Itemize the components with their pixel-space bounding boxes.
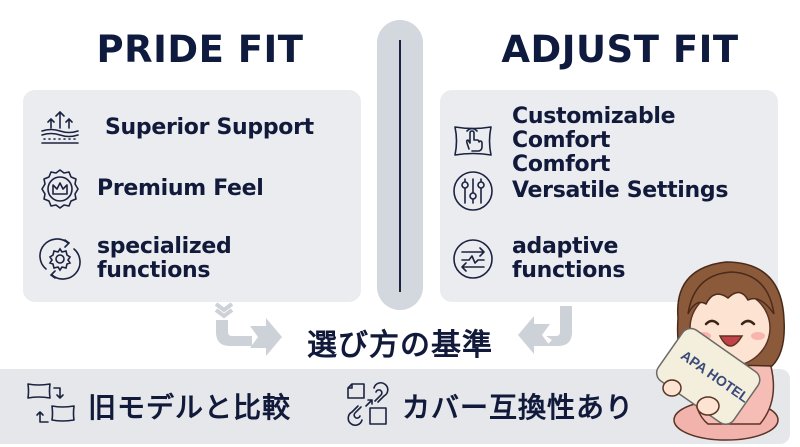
adjust-fit-title: ADJUST FIT bbox=[501, 28, 739, 71]
feature-label: Customizable Comfort Comfort bbox=[512, 104, 676, 177]
feature-label: Premium Feel bbox=[97, 176, 264, 201]
bottom-item-label: カバー互換性あり bbox=[402, 391, 635, 424]
feature-label: Versatile Settings bbox=[512, 178, 729, 203]
feature-premium-feel: Premium Feel bbox=[37, 166, 264, 212]
mascot-girl-hugging-pillow: APA HOTEL bbox=[655, 261, 785, 441]
right-curved-arrow-icon bbox=[518, 306, 572, 354]
left-curved-arrow-icon bbox=[214, 302, 282, 356]
feature-label: specialized functions bbox=[97, 234, 232, 283]
sliders-icon bbox=[450, 168, 496, 214]
support-layers-arrows-icon bbox=[37, 105, 83, 151]
crown-badge-icon bbox=[37, 166, 83, 212]
pride-fit-panel: Superior Support Premium Feel specialize… bbox=[23, 90, 361, 302]
feature-label: Superior Support bbox=[105, 115, 314, 140]
feature-customizable-comfort: Customizable Comfort Comfort bbox=[450, 105, 778, 177]
cover-exchange-icon bbox=[344, 378, 392, 434]
bottom-item-label: 旧モデルと比較 bbox=[88, 391, 292, 424]
adjust-fit-panel: Customizable Comfort Comfort Versatile S… bbox=[440, 90, 778, 302]
pride-fit-title: PRIDE FIT bbox=[96, 28, 304, 71]
selection-criteria-label: 選び方の基準 bbox=[307, 328, 493, 363]
feature-versatile-settings: Versatile Settings bbox=[450, 168, 728, 214]
feature-label: adaptive functions bbox=[512, 234, 626, 283]
divider-line bbox=[399, 40, 401, 292]
feature-adaptive-functions: adaptive functions bbox=[450, 235, 625, 283]
feature-superior-support: Superior Support bbox=[37, 105, 314, 151]
gear-cycle-icon bbox=[37, 236, 83, 282]
feature-specialized-functions: specialized functions bbox=[37, 234, 232, 283]
center-divider bbox=[377, 20, 423, 310]
pillow-swap-icon bbox=[26, 378, 78, 434]
pillow-touch-icon bbox=[450, 118, 496, 164]
cover-compatibility-item: カバー互換性あり bbox=[344, 378, 634, 434]
compare-old-model-item: 旧モデルと比較 bbox=[26, 378, 291, 434]
bottom-info-bar bbox=[0, 369, 790, 444]
adaptive-arrows-icon bbox=[450, 236, 496, 282]
